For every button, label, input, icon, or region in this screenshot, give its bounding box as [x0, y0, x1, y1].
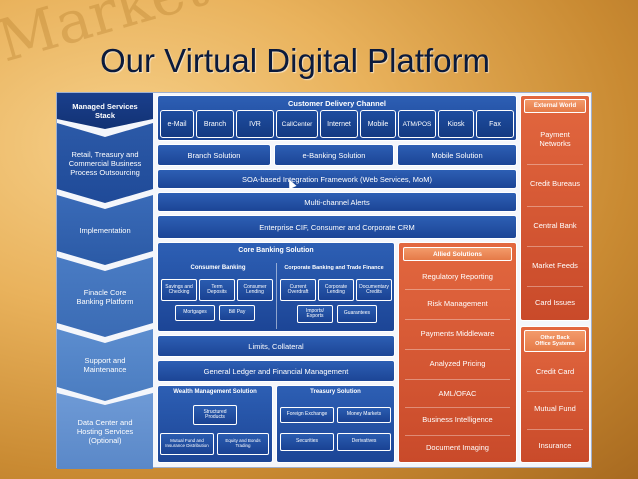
consumer-banking-header: Consumer Banking	[190, 265, 246, 271]
external-world: External World Payment Networks Credit B…	[520, 95, 590, 321]
channel-kiosk: Kiosk	[438, 110, 474, 138]
external-header: External World	[524, 99, 586, 113]
other-back-office-systems: Other Back Office Systems Credit Card Mu…	[520, 326, 590, 463]
central-bank: Central Bank	[533, 220, 577, 230]
mobile-solution: Mobile Solution	[397, 144, 517, 166]
regulatory-reporting: Regulatory Reporting	[422, 271, 493, 281]
stack-layer-support: Support and Maintenance	[57, 329, 153, 401]
securities: Securities	[280, 433, 334, 451]
structured-products: Structured Products	[193, 405, 237, 425]
mutual-fund: Mutual Fund	[534, 403, 576, 413]
business-intelligence: Business Intelligence	[422, 414, 493, 424]
core-divider	[276, 263, 277, 329]
channel-callcenter: CallCenter	[276, 110, 318, 138]
channel-fax: Fax	[476, 110, 514, 138]
derivatives: Derivatives	[337, 433, 391, 451]
channel-ivr: IVR	[236, 110, 274, 138]
channel-email: e-Mail	[160, 110, 194, 138]
savings-checking: Savings and Checking	[161, 279, 197, 301]
treasury-solution: Treasury Solution	[276, 385, 395, 463]
allied-header: Allied Solutions	[403, 247, 512, 261]
equity-bonds-trading: Equity and Bonds Trading	[217, 433, 269, 455]
allied-solutions: Allied Solutions Regulatory Reporting Ri…	[398, 242, 517, 463]
consumer-lending: Consumer Lending	[237, 279, 273, 301]
card-issues: Card Issues	[534, 297, 576, 307]
general-ledger: General Ledger and Financial Management	[157, 360, 395, 382]
credit-bureaus: Credit Bureaus	[529, 178, 581, 188]
imports-exports: Imports/ Exports	[297, 305, 333, 323]
branch-solution: Branch Solution	[157, 144, 271, 166]
wealth-header: Wealth Management Solution	[173, 389, 257, 395]
stack-layer-implementation: Implementation	[57, 195, 153, 265]
current-overdraft: Current Overdraft	[280, 279, 316, 301]
payment-networks: Payment Networks	[539, 130, 571, 148]
stack-layer-data-center: Data Center and Hosting Services (Option…	[57, 393, 153, 469]
term-deposits: Term Deposits	[199, 279, 235, 301]
ebanking-solution: e-Banking Solution	[274, 144, 394, 166]
stack-layer-core-banking: Finacle Core Banking Platform	[57, 257, 153, 337]
channel-branch: Branch	[196, 110, 234, 138]
channel-atm-pos: ATM/POS	[398, 110, 436, 138]
risk-management: Risk Management	[427, 298, 488, 308]
soa-integration-framework: SOA-based Integration Framework (Web Ser…	[157, 169, 517, 189]
channel-mobile: Mobile	[360, 110, 396, 138]
platform-diagram: Managed Services Stack Retail, Treasury …	[56, 92, 592, 469]
treasury-header: Treasury Solution	[310, 389, 361, 395]
multi-channel-alerts: Multi-channel Alerts	[157, 192, 517, 212]
documentary-credits: Documentary Credits	[356, 279, 392, 301]
money-markets: Money Markets	[337, 407, 391, 423]
back-office-header: Other Back Office Systems	[524, 330, 586, 352]
market-feeds: Market Feeds	[532, 260, 578, 270]
mutual-fund-insurance: Mutual Fund and Insurance Distribution	[160, 433, 214, 455]
stack-header: Managed Services Stack	[57, 93, 153, 129]
enterprise-cif-crm: Enterprise CIF, Consumer and Corporate C…	[157, 215, 517, 239]
guarantees: Guarantees	[337, 305, 377, 323]
bill-pay: Bill Pay	[219, 305, 255, 321]
foreign-exchange: Foreign Exchange	[280, 407, 334, 423]
managed-services-stack: Managed Services Stack Retail, Treasury …	[57, 93, 153, 469]
slide-title: Our Virtual Digital Platform	[100, 42, 491, 79]
mortgages: Mortgages	[175, 305, 215, 321]
payments-middleware: Payments Middleware	[420, 328, 495, 338]
limits-collateral: Limits, Collateral	[157, 335, 395, 357]
corporate-banking-header: Corporate Banking and Trade Finance	[284, 265, 384, 271]
corporate-lending: Corporate Lending	[318, 279, 354, 301]
aml-ofac: AML/OFAC	[438, 388, 477, 398]
document-imaging: Document Imaging	[426, 442, 489, 452]
channel-internet: Internet	[320, 110, 358, 138]
insurance: Insurance	[538, 440, 572, 450]
stack-layer-bpo: Retail, Treasury and Commercial Business…	[57, 123, 153, 203]
credit-card: Credit Card	[535, 366, 575, 376]
customer-delivery-header: Customer Delivery Channel	[288, 99, 386, 108]
analyzed-pricing: Analyzed Pricing	[429, 358, 486, 368]
core-banking-header: Core Banking Solution	[238, 247, 314, 254]
